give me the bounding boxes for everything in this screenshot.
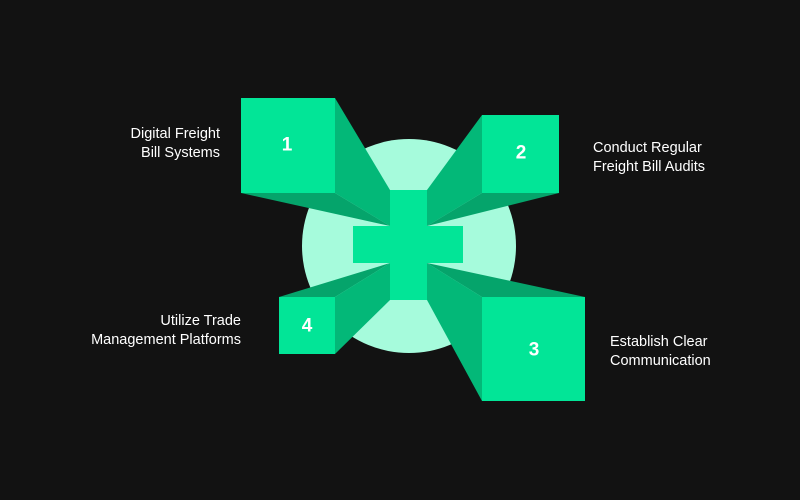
block-2-face [482, 115, 559, 193]
block-4-face [279, 297, 335, 354]
block-4-side-top [279, 263, 390, 297]
step-4-line-1: Utilize Trade [160, 313, 241, 329]
block-1-side-bottom [241, 193, 390, 226]
block-2: 2 [427, 115, 559, 226]
step-3-line-2: Communication [610, 353, 711, 369]
block-1: 1 [241, 98, 390, 226]
block-3-side-top [427, 263, 585, 297]
block-2-side-bottom [427, 193, 559, 226]
block-4: 4 [279, 263, 390, 354]
step-4-label: Utilize Trade Management Platforms [91, 312, 241, 350]
block-2-side-left [427, 115, 482, 226]
block-1-side-right [335, 98, 390, 226]
step-2-line-1: Conduct Regular [593, 140, 702, 156]
step-1-label: Digital Freight Bill Systems [131, 125, 220, 163]
block-1-face [241, 98, 335, 193]
step-2-number: 2 [516, 143, 527, 164]
block-3: 3 [427, 263, 585, 401]
step-3-number: 3 [529, 340, 540, 361]
step-4-line-2: Management Platforms [91, 332, 241, 348]
step-2-line-2: Freight Bill Audits [593, 159, 706, 175]
step-3-line-1: Establish Clear [610, 334, 708, 350]
step-1-line-1: Digital Freight [130, 126, 220, 142]
step-4-number: 4 [302, 316, 313, 337]
step-3-label: Establish Clear Communication [610, 333, 711, 371]
step-1-line-2: Bill Systems [141, 145, 220, 161]
step-1-number: 1 [282, 135, 293, 156]
block-3-face [482, 297, 585, 401]
block-3-side-left [427, 263, 482, 401]
center-cross-horizontal [353, 226, 463, 263]
step-2-label: Conduct Regular Freight Bill Audits [593, 139, 705, 177]
block-4-side-right [335, 263, 390, 354]
